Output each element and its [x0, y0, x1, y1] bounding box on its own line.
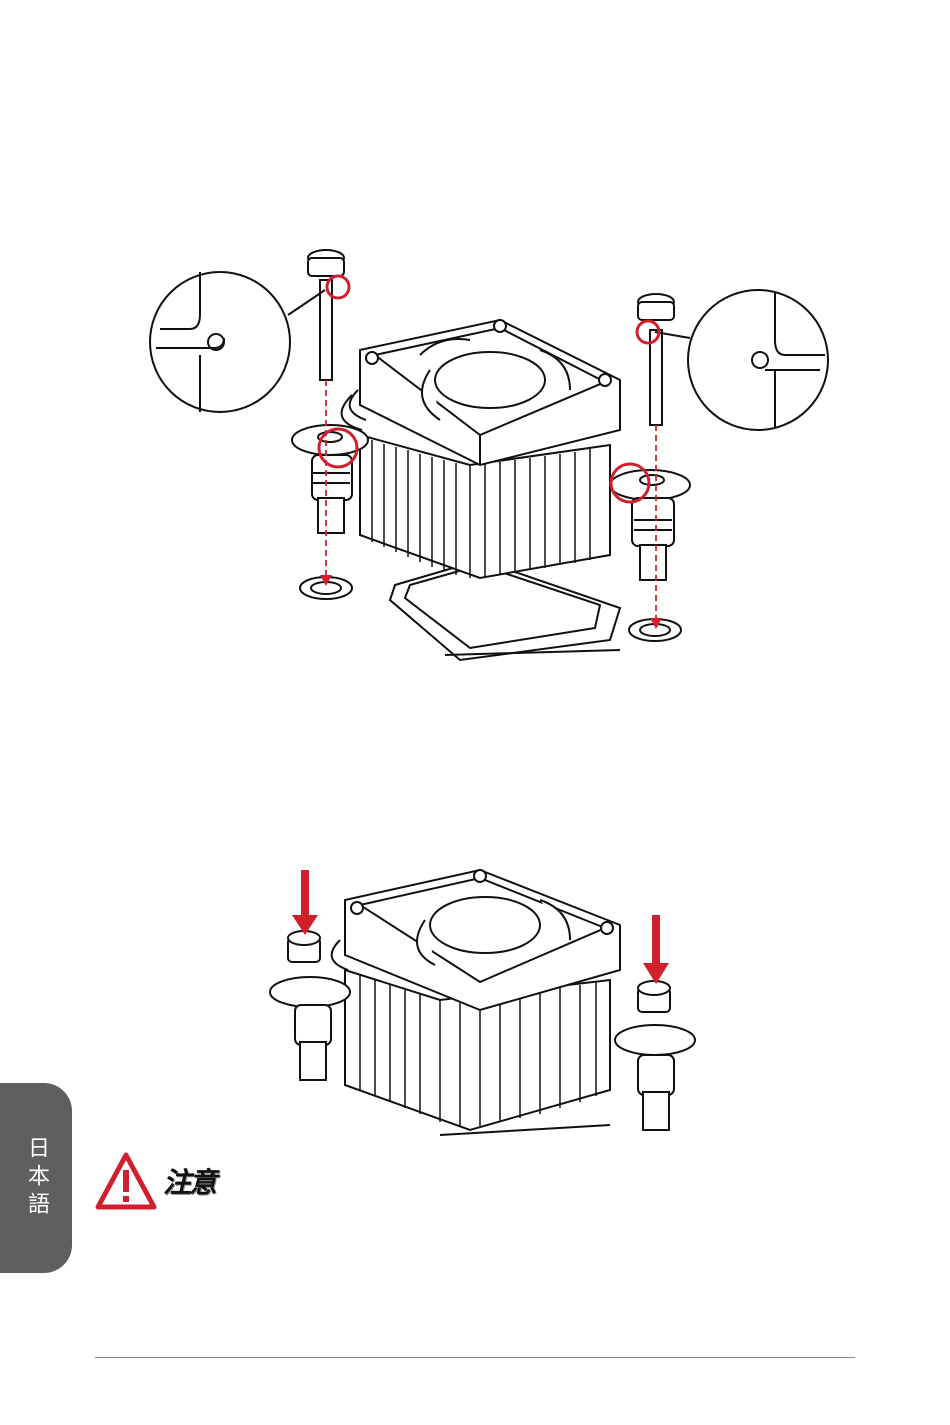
footer-divider [95, 1357, 855, 1358]
cooler-installation-figure-bottom [0, 860, 950, 1160]
left-zoom-callout [150, 272, 290, 412]
left-press-arrow [301, 870, 309, 915]
right-press-arrow [652, 915, 660, 963]
right-zoom-callout [688, 290, 828, 430]
caution-label: 注意 [163, 1161, 215, 1201]
cooler-installation-figure-top [0, 230, 950, 670]
cooling-fan [360, 320, 620, 465]
right-pin-rod [650, 330, 662, 425]
caution-notice: 注意 [95, 1150, 215, 1212]
warning-triangle-icon [95, 1152, 157, 1210]
